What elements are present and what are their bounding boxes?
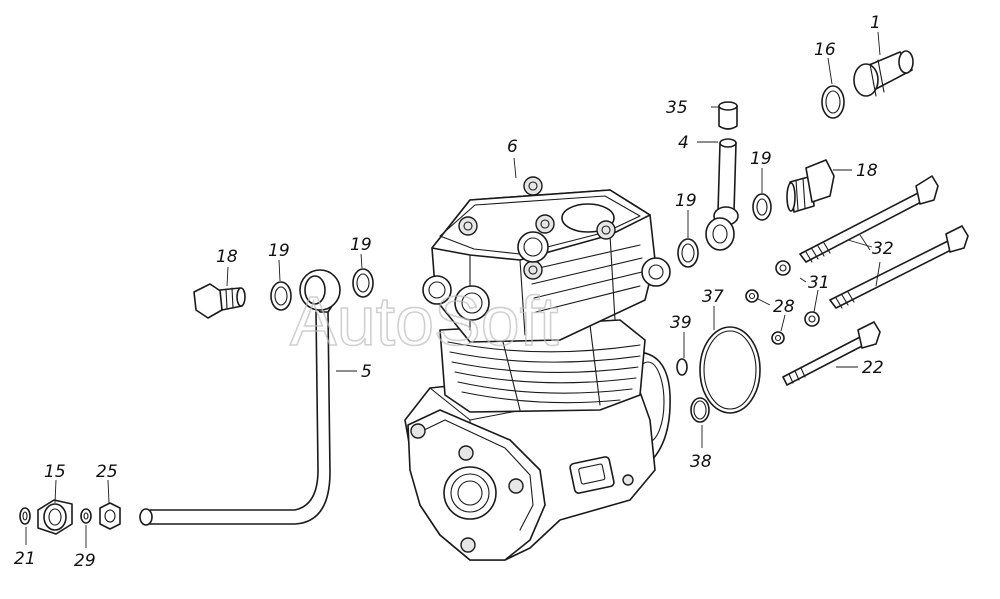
washer-19-c [270,281,292,311]
callout-19-mid: 19 [675,191,697,211]
bolt-32-lower [829,225,969,309]
callout-28: 28 [773,297,795,317]
bolt-18-right [786,159,835,213]
callout-29: 29 [74,551,96,571]
callout-37: 37 [702,287,724,307]
washer-19-b [677,238,699,268]
washer-19-d [352,268,374,298]
callout-18-right: 18 [856,161,878,181]
callout-35: 35 [666,98,688,118]
washer-16 [821,85,845,119]
nut-31-b [804,311,820,327]
callout-labels: 1 16 35 4 19 18 6 19 32 31 28 37 39 22 3… [14,13,894,571]
compressor-assembly [404,176,671,561]
bolt-18-left [193,283,246,319]
callout-22: 22 [862,358,884,378]
callout-39: 39 [670,313,692,333]
callout-38: 38 [690,452,712,472]
callout-6: 6 [507,137,518,157]
callout-21: 21 [14,549,36,569]
callout-19-left: 19 [268,241,290,261]
watermark: AutoSoft [290,282,559,360]
washer-28-b [771,331,785,345]
washer-39 [676,358,688,376]
callout-5: 5 [361,362,372,382]
nut-31-a [775,260,791,276]
tube-4 [705,138,739,251]
washer-28-a [745,289,759,303]
leader-lines [25,31,881,548]
callout-18-left: 18 [216,247,238,267]
callout-15: 15 [44,462,66,482]
pipe-5 [139,269,341,526]
callout-32: 32 [872,239,894,259]
cap-35 [718,101,738,130]
callout-31: 31 [808,273,830,293]
nut-25 [99,502,121,530]
washer-19-a [752,193,772,221]
callout-1: 1 [870,13,881,33]
washer-21 [19,507,31,525]
callout-4: 4 [678,133,689,153]
callout-19-right: 19 [750,149,772,169]
bolt-32-upper [799,175,939,263]
fitting-1 [853,50,914,97]
washer-29 [80,508,92,524]
callout-19-pipe: 19 [350,235,372,255]
callout-16: 16 [814,40,836,60]
flange-15 [37,499,73,535]
gasket-37 [699,326,761,414]
bolt-22 [782,321,881,386]
callout-25: 25 [96,462,118,482]
